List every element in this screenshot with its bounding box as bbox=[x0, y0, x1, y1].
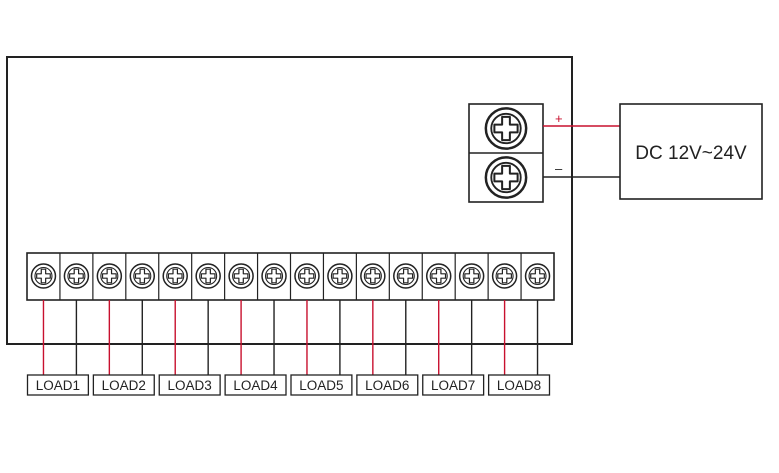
screw-terminal-icon[interactable] bbox=[294, 263, 320, 289]
load-label: LOAD7 bbox=[431, 378, 475, 393]
load-label: LOAD2 bbox=[102, 378, 146, 393]
input-terminal-block bbox=[468, 103, 544, 203]
screw-terminal-icon[interactable] bbox=[484, 156, 528, 199]
screw-terminal-icon[interactable] bbox=[360, 263, 386, 289]
load-label-box bbox=[224, 374, 287, 396]
screw-terminal-icon[interactable] bbox=[393, 263, 419, 289]
load-label: LOAD8 bbox=[497, 378, 541, 393]
negative-symbol: – bbox=[555, 161, 563, 176]
load-label: LOAD1 bbox=[36, 378, 80, 393]
load-label-box bbox=[422, 374, 485, 396]
load-label-box bbox=[26, 374, 90, 396]
load-label-box bbox=[487, 374, 551, 396]
screw-terminal-icon[interactable] bbox=[425, 263, 452, 289]
load-label-box bbox=[92, 374, 155, 396]
screw-terminal-icon[interactable] bbox=[484, 107, 528, 150]
screw-terminal-icon[interactable] bbox=[228, 263, 254, 289]
load-label: LOAD3 bbox=[168, 378, 212, 393]
power-supply-label: DC 12V~24V bbox=[635, 143, 747, 164]
screw-terminal-icon[interactable] bbox=[129, 263, 156, 289]
load-label: LOAD5 bbox=[299, 378, 343, 393]
screw-terminal-icon[interactable] bbox=[63, 263, 90, 289]
screw-terminal-icon[interactable] bbox=[524, 263, 551, 289]
screw-terminal-icon[interactable] bbox=[458, 263, 485, 289]
load-label-box bbox=[290, 374, 353, 396]
load-label: LOAD6 bbox=[365, 378, 409, 393]
power-supply-box bbox=[619, 103, 763, 200]
load-label-box bbox=[158, 374, 221, 396]
screw-terminal-icon[interactable] bbox=[162, 263, 188, 289]
screw-terminal-icon[interactable] bbox=[195, 263, 221, 289]
screw-terminal-icon[interactable] bbox=[96, 263, 123, 289]
positive-symbol: + bbox=[555, 111, 563, 126]
load-label-box bbox=[356, 374, 419, 396]
load-connections: LOAD1 LOAD2 LOAD3 LOAD4 LOAD5 LOAD6 LOAD7 LOAD8 bbox=[26, 300, 551, 396]
screw-terminal-icon[interactable] bbox=[327, 263, 353, 289]
screw-terminal-icon[interactable] bbox=[261, 263, 287, 289]
screw-terminal-icon[interactable] bbox=[30, 263, 57, 289]
load-label: LOAD4 bbox=[233, 378, 278, 393]
output-terminal-strip bbox=[26, 252, 555, 301]
screw-terminal-icon[interactable] bbox=[491, 263, 518, 289]
